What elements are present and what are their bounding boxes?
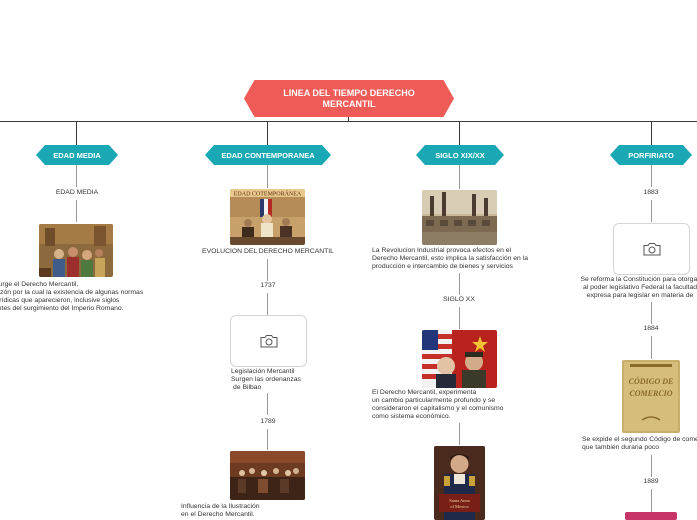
industrial-revolution-image[interactable]	[422, 190, 497, 245]
year-label-1883[interactable]: 1883	[643, 189, 659, 196]
camera-icon	[643, 243, 660, 256]
year-label-1789[interactable]: 1789	[260, 418, 276, 425]
connector	[651, 489, 652, 512]
central-topic-text: LINEA DEL TIEMPO DERECHO MERCANTIL	[283, 87, 415, 109]
cold-war-image[interactable]	[422, 330, 497, 388]
segundo-codigo-text[interactable]: Se expide el segundo Código de comercio …	[582, 436, 697, 451]
subtopic-label[interactable]: SIGLO XX	[443, 296, 475, 303]
connector	[459, 121, 460, 146]
liberty-painting-image[interactable]: EDAD COTEMPORÁNEA	[230, 189, 305, 245]
topic-siglo-xix-xx[interactable]: SIGLO XIX/XX	[416, 145, 504, 165]
book-title-line1: CÓDIGO DE	[629, 376, 674, 386]
reforma-constitucion-text[interactable]: Se reforma la Constitución para otorgar …	[580, 276, 697, 299]
connector	[267, 293, 268, 315]
legislacion-mercantil-text[interactable]: Legislación Mercantil Surgen las ordenan…	[231, 368, 301, 391]
codigo-comercio-book-image[interactable]: CÓDIGO DE COMERCIO	[622, 360, 680, 433]
image-placeholder[interactable]	[230, 315, 307, 367]
subtopic-label[interactable]: EVOLUCION DEL DERECHO MERCANTIL	[202, 248, 334, 255]
timeline-main-line	[0, 121, 697, 122]
connector	[459, 423, 460, 445]
portrait-caption-line1: Santa Anna	[449, 498, 470, 503]
connector	[76, 121, 77, 146]
subtopic-label[interactable]: EDAD MEDIA	[55, 189, 99, 196]
connector	[651, 121, 652, 146]
medieval-painting-image[interactable]	[39, 224, 113, 277]
topic-edad-media[interactable]: EDAD MEDIA	[36, 145, 118, 165]
connector	[651, 165, 652, 187]
connector	[459, 307, 460, 329]
connector	[267, 393, 268, 415]
year-label-1889[interactable]: 1889	[643, 478, 659, 485]
connector	[651, 455, 652, 477]
connector	[267, 259, 268, 281]
connector	[76, 165, 77, 187]
image-partial[interactable]	[625, 512, 677, 520]
portrait-caption-line2: of Mexico	[450, 504, 469, 509]
connector	[459, 273, 460, 295]
connector	[267, 165, 268, 188]
revolucion-industrial-text[interactable]: La Revolucion Industrial provoca efectos…	[372, 247, 529, 270]
ilustracion-text[interactable]: Influencia de la Ilustración en el Derec…	[181, 503, 260, 518]
central-topic[interactable]: LINEA DEL TIEMPO DERECHO MERCANTIL	[244, 80, 454, 117]
connector	[651, 302, 652, 324]
year-label-1737[interactable]: 1737	[260, 282, 276, 289]
connector	[651, 336, 652, 359]
image-placeholder[interactable]	[613, 223, 690, 275]
assembly-painting-image[interactable]	[230, 451, 305, 500]
siglo-xx-text[interactable]: El Derecho Mercantil, experimenta un cam…	[372, 389, 504, 420]
topic-edad-contemporanea[interactable]: EDAD CONTEMPORANEA	[205, 145, 331, 165]
connector	[76, 200, 77, 222]
connector	[651, 200, 652, 222]
book-title-line2: COMERCIO	[629, 389, 672, 398]
connector	[267, 121, 268, 146]
image-caption: EDAD COTEMPORÁNEA	[234, 190, 302, 198]
year-label-1884[interactable]: 1884	[643, 325, 659, 332]
camera-icon	[260, 335, 277, 348]
connector	[267, 429, 268, 450]
connector	[348, 117, 349, 122]
topic-porfiriato[interactable]: PORFIRIATO	[610, 145, 692, 165]
edad-media-description[interactable]: Surge el Derecho Mercantil, razón por la…	[0, 281, 144, 312]
connector	[459, 165, 460, 189]
santa-anna-portrait-image[interactable]: Santa Anna of Mexico	[434, 446, 485, 520]
